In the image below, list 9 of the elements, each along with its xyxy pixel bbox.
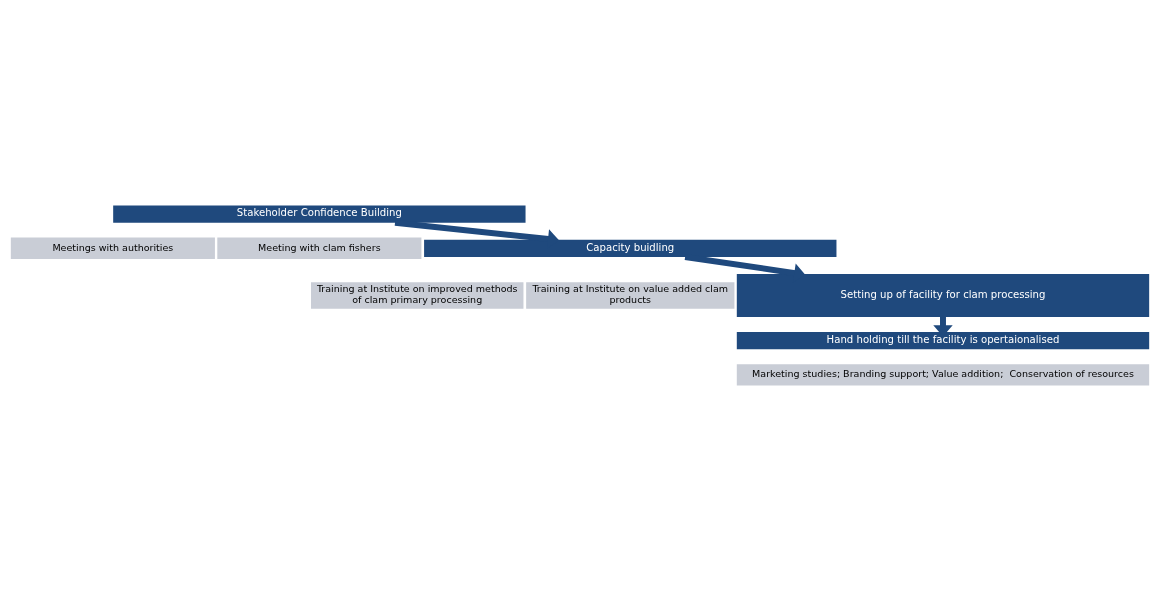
node-box: Capacity buidling: [424, 239, 837, 257]
node-box: Training at Institute on improved methods of clam primary processing: [311, 281, 524, 309]
node-box: Meetings with authorities: [10, 237, 215, 259]
node-box: Meeting with clam fishers: [217, 237, 422, 259]
node-box: Training at Institute on value added clam products: [526, 281, 735, 309]
node-box: Hand holding till the facility is opertaionalised: [736, 331, 1150, 349]
node-box: Setting up of facility for clam processing: [736, 273, 1150, 317]
node-box: Marketing studies; Branding support; Value addition; Conservation of resources: [736, 363, 1150, 386]
node-box: Stakeholder Confidence Building: [113, 204, 526, 223]
